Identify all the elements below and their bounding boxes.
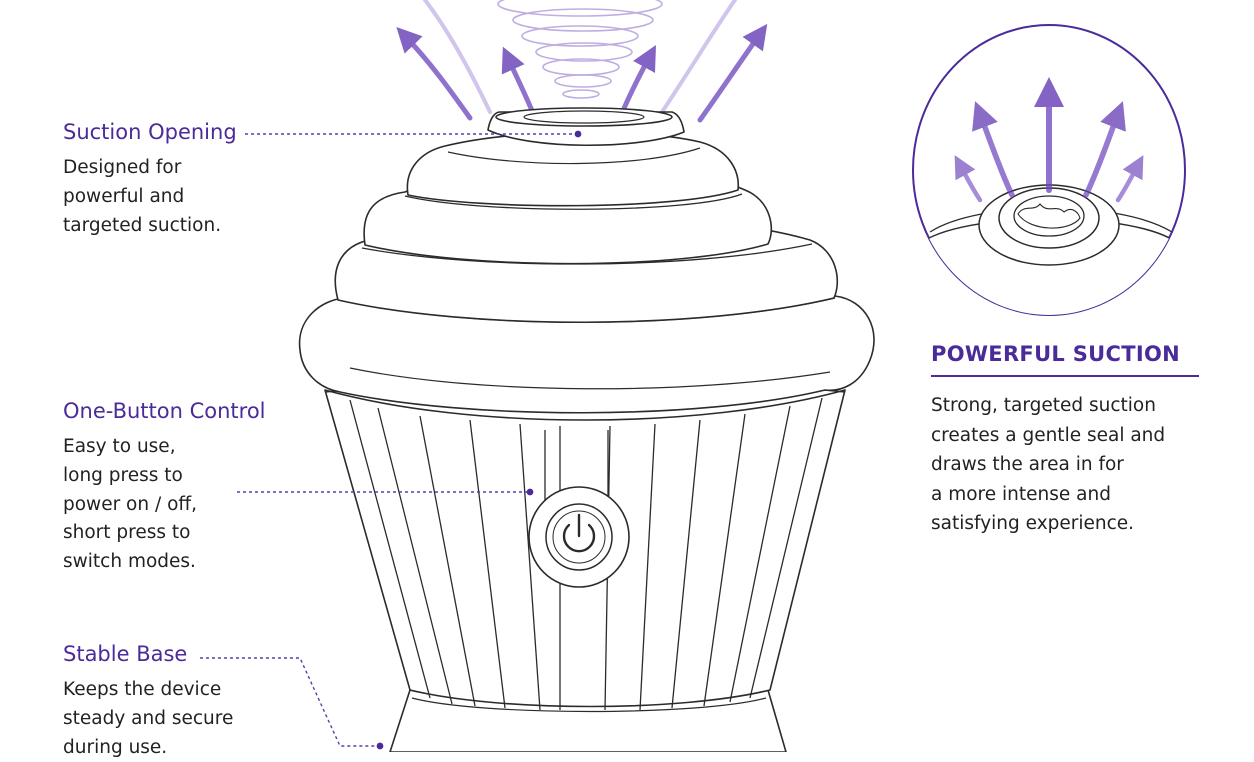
callout-leaders (200, 130, 582, 750)
feature-line: a more intense and (931, 483, 1111, 505)
suction-opening-title: Suction Opening (63, 120, 237, 144)
power-button[interactable] (528, 430, 630, 588)
description-line: power on / off, (63, 493, 198, 515)
suction-arrow-icon (1115, 155, 1144, 203)
feature-line: draws the area in for (931, 454, 1124, 475)
feature-line: Strong, targeted suction (931, 395, 1156, 416)
suction-arrow-icon (423, 0, 492, 114)
suction-detail-circle (912, 24, 1186, 316)
cupcake-device (298, 107, 875, 752)
description-line: Designed for (63, 157, 182, 178)
stable-base-title: Stable Base (63, 642, 188, 666)
suction-arrow-icon (396, 26, 473, 121)
suction-arrow-icon (501, 46, 538, 121)
description-line: short press to (63, 522, 191, 544)
description-line: Keeps the device (63, 679, 222, 700)
suction-arrows (396, 0, 768, 123)
feature-description: Strong, targeted suction creates a gentl… (931, 391, 1165, 539)
leader-stable-base (200, 657, 384, 750)
feature-line: creates a gentle seal and (931, 424, 1166, 446)
suction-arrow-icon (660, 0, 737, 114)
suction-arrow-icon (697, 23, 768, 123)
description-line: switch modes. (63, 551, 196, 573)
suction-swirl (497, 0, 663, 99)
suction-arrow-icon (972, 101, 1015, 198)
description-line: powerful and (63, 185, 185, 207)
feature-title: POWERFUL SUCTION (931, 342, 1199, 377)
description-line: Easy to use, (63, 436, 176, 457)
one-button-title: One-Button Control (63, 399, 266, 423)
feature-line: satisfying experience. (931, 513, 1135, 534)
power-icon (562, 513, 596, 553)
suction-arrow-icon (1083, 101, 1126, 198)
suction-opening-description: Designed for powerful and targeted sucti… (63, 154, 221, 240)
suction-arrow-icon (954, 155, 983, 203)
frosting-top (406, 131, 740, 207)
description-line: targeted suction. (63, 214, 222, 236)
one-button-description: Easy to use, long press to power on / of… (63, 433, 197, 577)
description-line: steady and secure (63, 707, 234, 729)
description-line: long press to (63, 464, 183, 486)
description-line: during use. (63, 736, 168, 758)
stable-base-description: Keeps the device steady and secure durin… (63, 676, 233, 762)
